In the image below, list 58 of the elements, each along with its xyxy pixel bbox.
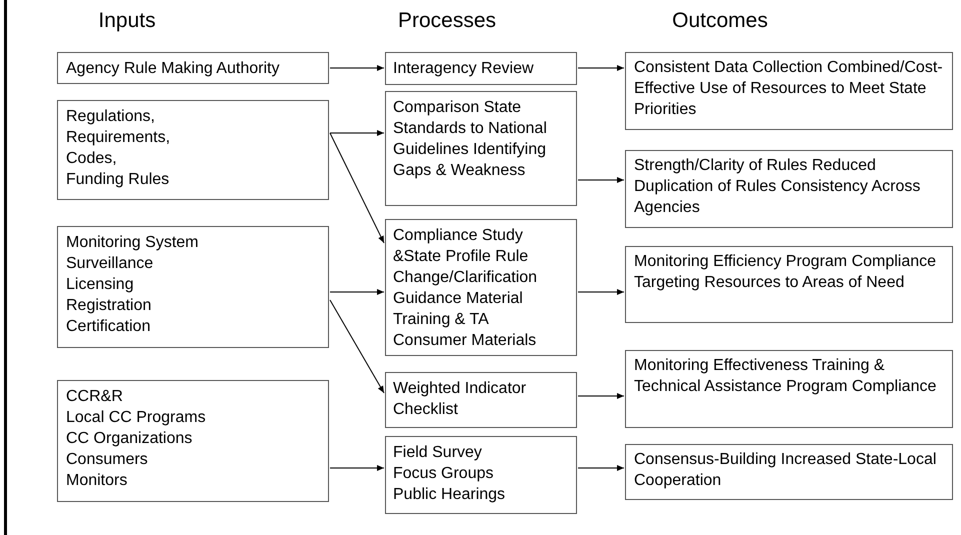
text-box: [57, 226, 329, 348]
arrow: [330, 132, 384, 244]
box-text: Regulations,: [66, 107, 156, 127]
box-text: Monitoring System: [66, 233, 200, 253]
arrow: [578, 465, 624, 471]
box-text: Surveillance: [66, 254, 154, 274]
text-box: [625, 246, 953, 323]
text-box: [57, 100, 329, 200]
box-text: Consistent Data Collection Combined/Cost-Effective Use of Resources to Meet State Priorities: [634, 58, 944, 120]
box-text: Registration: [66, 296, 152, 316]
box-text: Monitors: [66, 471, 128, 491]
box-text: Training & TA: [393, 310, 490, 330]
box-text: Focus Groups: [393, 464, 494, 484]
box-text: Codes,: [66, 149, 118, 169]
box-text: Monitoring Effectiveness Training & Technical Assistance Program Compliance: [634, 356, 938, 397]
text-box: [57, 380, 329, 502]
arrow: [330, 130, 384, 136]
arrow: [330, 300, 384, 394]
column-heading: Processes: [396, 8, 498, 34]
text-box: [625, 52, 953, 130]
box-text: Licensing: [66, 275, 135, 295]
text-box: [625, 350, 953, 428]
box-text: Certification: [66, 317, 152, 337]
text-box: [385, 52, 577, 85]
arrow: [330, 289, 384, 295]
box-text: CCR&R: [66, 387, 124, 407]
box-text: Monitoring Efficiency Program Compliance Targeting Resources to Areas of Need: [634, 252, 938, 293]
box-text: CC Organizations: [66, 429, 194, 449]
box-text: Guidance Material: [393, 289, 524, 309]
box-text: Agency Rule Making Authority: [66, 59, 280, 79]
text-box: [625, 444, 953, 500]
box-text: Funding Rules: [66, 170, 170, 190]
box-text: Compliance Study &State Profile Rule Change/Clarification: [393, 226, 538, 288]
arrow: [578, 177, 624, 183]
arrow: [578, 65, 624, 71]
text-box: [625, 150, 953, 228]
column-heading: Inputs: [97, 8, 157, 34]
box-text: Consumer Materials: [393, 331, 538, 351]
box-text: Consensus-Building Increased State-Local Cooperation: [634, 450, 938, 491]
box-text: Interagency Review: [393, 59, 535, 79]
text-box: [385, 372, 577, 428]
text-box: [385, 91, 577, 206]
column-heading: Outcomes: [671, 8, 769, 34]
arrow: [578, 393, 624, 399]
box-text: Field Survey: [393, 443, 483, 463]
arrow: [330, 65, 384, 71]
text-box: [57, 52, 329, 84]
text-box: [385, 219, 577, 356]
box-text: Local CC Programs: [66, 408, 207, 428]
box-text: Consumers: [66, 450, 149, 470]
box-text: Strength/Clarity of Rules Reduced Duplication of Rules Consistency Across Agencies: [634, 156, 922, 218]
box-text: Requirements,: [66, 128, 172, 148]
text-box: [385, 436, 577, 514]
box-text: Weighted Indicator Checklist: [393, 379, 528, 420]
box-text: Public Hearings: [393, 485, 506, 505]
box-text: Comparison State Standards to National Guidelines Identifying Gaps & Weakness: [393, 98, 548, 181]
arrow: [330, 465, 384, 471]
arrow: [578, 289, 624, 295]
